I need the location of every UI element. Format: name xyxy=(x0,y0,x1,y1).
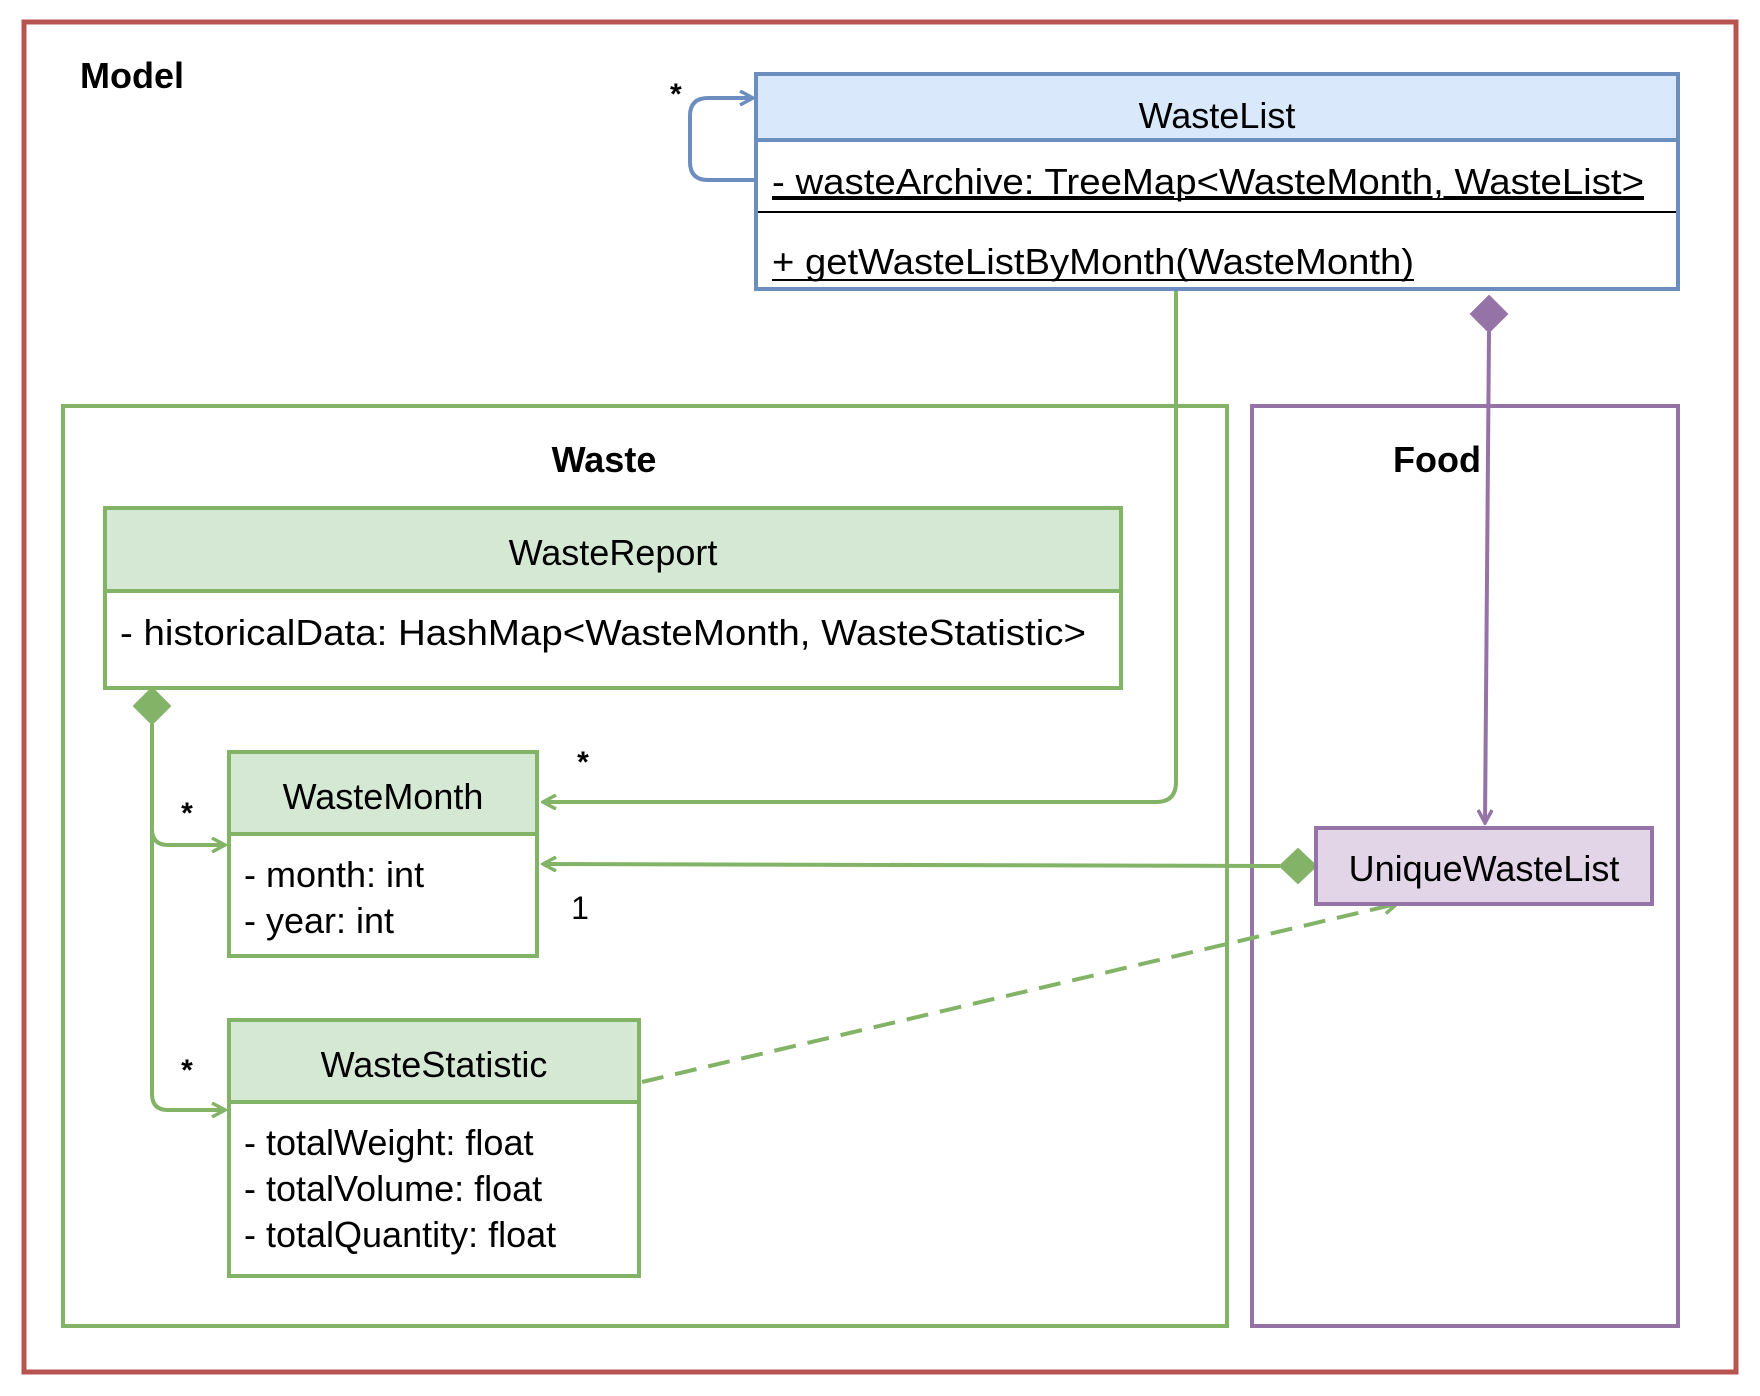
wastelist-to-wastemonth-association xyxy=(544,289,1178,802)
wastelist-self-association xyxy=(688,98,756,182)
wastelist-wastemonth-multiplicity: * xyxy=(577,746,589,779)
wastestatistic-attribute: - totalWeight: float xyxy=(244,1122,533,1163)
class-wastelist[interactable]: WasteList - wasteArchive: TreeMap<WasteM… xyxy=(754,72,1680,291)
wastestatistic-body xyxy=(227,1100,641,1278)
diamond-icon xyxy=(132,686,172,726)
uniquewastelist-box xyxy=(1314,826,1654,906)
class-uniquewastelist[interactable]: UniqueWasteList xyxy=(1314,826,1654,906)
wastestatistic-attribute: - totalVolume: float xyxy=(244,1168,542,1209)
wastereport-body xyxy=(103,589,1123,690)
wastelist-body xyxy=(754,138,1680,291)
wastereport-attribute: - historicalData: HashMap<WasteMonth, Wa… xyxy=(120,612,1086,653)
uniquewastelist-to-wastemonth-composition xyxy=(544,864,1281,866)
self-association-multiplicity: * xyxy=(670,78,682,111)
class-wastestatistic[interactable]: WasteStatistic - totalWeight: float - to… xyxy=(227,1018,641,1278)
food-package-title: Food xyxy=(1393,439,1481,480)
wastereport-header xyxy=(103,506,1123,593)
uniquewastelist-wastemonth-multiplicity: 1 xyxy=(571,890,589,926)
wastestatistic-attribute: - totalQuantity: float xyxy=(244,1214,556,1255)
wastereport-wastestatistic-multiplicity: * xyxy=(181,1054,193,1087)
wastereport-name: WasteReport xyxy=(509,532,718,573)
class-wastemonth[interactable]: WasteMonth - month: int - year: int xyxy=(227,750,539,958)
wastelist-to-uniquewastelist-composition xyxy=(1485,331,1489,822)
wastemonth-attribute: - month: int xyxy=(244,854,424,895)
wastemonth-body xyxy=(227,832,539,958)
model-package-title: Model xyxy=(80,55,184,96)
diamond-icon xyxy=(1469,294,1509,334)
uniquewastelist-name: UniqueWasteList xyxy=(1349,848,1620,889)
class-wastereport[interactable]: WasteReport - historicalData: HashMap<Wa… xyxy=(103,506,1123,690)
wastereport-to-wastestatistic-composition xyxy=(150,829,224,1110)
wastemonth-name: WasteMonth xyxy=(283,776,484,817)
wastestatistic-to-uniquewastelist-dependency xyxy=(641,904,1396,1084)
wastelist-attribute: - wasteArchive: TreeMap<WasteMonth, Wast… xyxy=(772,161,1644,202)
wastemonth-attribute: - year: int xyxy=(244,900,394,941)
wastelist-name: WasteList xyxy=(1139,95,1296,136)
wastestatistic-name: WasteStatistic xyxy=(321,1044,548,1085)
wastelist-method: + getWasteListByMonth(WasteMonth) xyxy=(772,241,1414,282)
waste-package-title: Waste xyxy=(552,439,657,480)
wastereport-wastemonth-multiplicity: * xyxy=(181,797,193,830)
